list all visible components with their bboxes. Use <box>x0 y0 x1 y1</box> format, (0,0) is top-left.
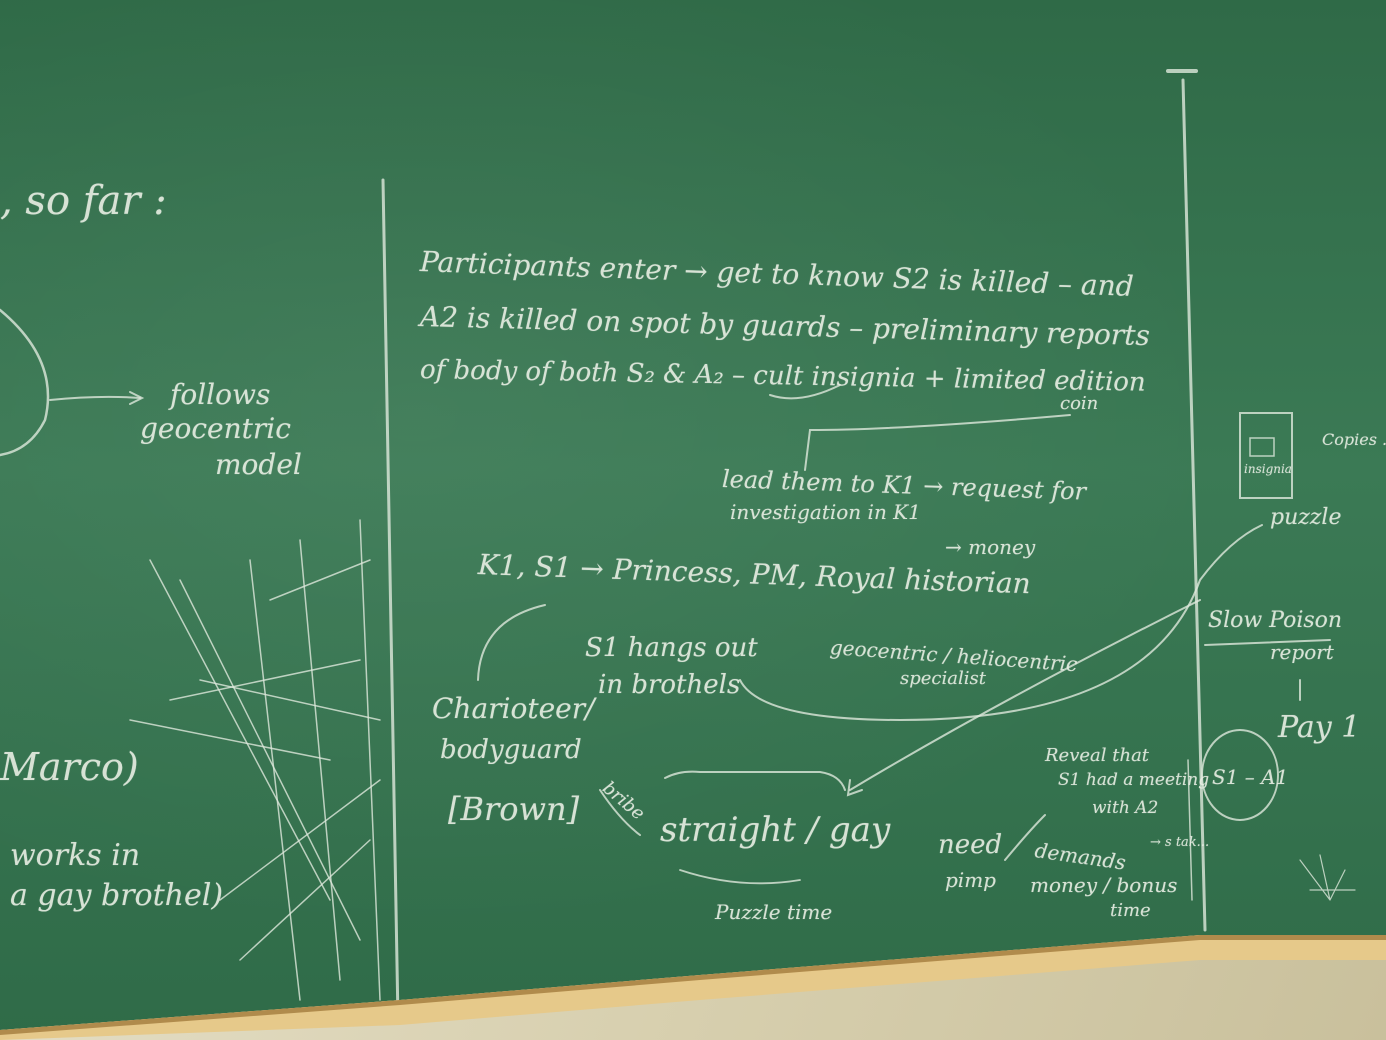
label-follows: follows <box>170 378 271 411</box>
label-s1-a1: S1 – A1 <box>1212 765 1289 789</box>
label-report: report <box>1270 640 1334 664</box>
label-marco: Marco) <box>0 745 139 789</box>
label-bodyguard: bodyguard <box>440 735 582 765</box>
label-time: time <box>1110 900 1151 921</box>
label-pimp: pimp <box>945 868 996 892</box>
label-s1-hangs: S1 hangs out <box>585 633 758 663</box>
label-insignia: insignia <box>1244 462 1292 476</box>
label-in-brothels: in brothels <box>598 670 741 700</box>
arrow-to-straight-gay <box>849 599 1201 791</box>
s1-a1-circle <box>1201 729 1279 821</box>
label-reveal-meeting: S1 had a meeting <box>1058 770 1210 790</box>
label-puzzle: puzzle <box>1270 505 1342 530</box>
label-investigation: investigation in K1 <box>730 500 921 524</box>
label-money-bonus: money / bonus <box>1030 873 1178 897</box>
label-coin: coin <box>1060 393 1099 414</box>
label-works-in: works in <box>10 838 141 873</box>
label-charioteer: Charioteer/ <box>432 692 595 725</box>
label-reveal: Reveal that <box>1045 745 1150 766</box>
divider-right <box>1181 78 1207 932</box>
arrow-coin-to-lead <box>804 414 1071 471</box>
label-puzzle-time: Puzzle time <box>715 900 833 924</box>
arrow-follows <box>49 395 141 401</box>
heading-so-far: , so far : <box>0 178 167 224</box>
label-pay: Pay 1 <box>1278 710 1361 745</box>
label-need: need <box>938 830 1003 860</box>
left-arc <box>0 308 50 457</box>
label-money: → money <box>945 535 1036 559</box>
label-reveal-with: with A2 <box>1092 798 1159 818</box>
label-gay-brothel: a gay brothel) <box>10 878 224 913</box>
arrow-brothels-to-puzzle <box>739 524 1263 722</box>
label-specialist: specialist <box>900 668 986 689</box>
insignia-box <box>1239 412 1293 499</box>
label-corner: Copies ... prop... <box>1322 430 1386 449</box>
label-straight-gay: straight / gay <box>660 810 891 850</box>
label-brown: [Brown] <box>448 790 580 828</box>
brace-straight-gay <box>664 770 846 791</box>
divider-left <box>381 178 400 1022</box>
label-slow-poison: Slow Poison <box>1208 608 1343 633</box>
arrow-to-charioteer <box>477 604 546 681</box>
label-side-small: → s tak... <box>1150 835 1210 850</box>
label-model: model <box>215 448 302 481</box>
label-geocentric: geocentric <box>140 412 291 445</box>
